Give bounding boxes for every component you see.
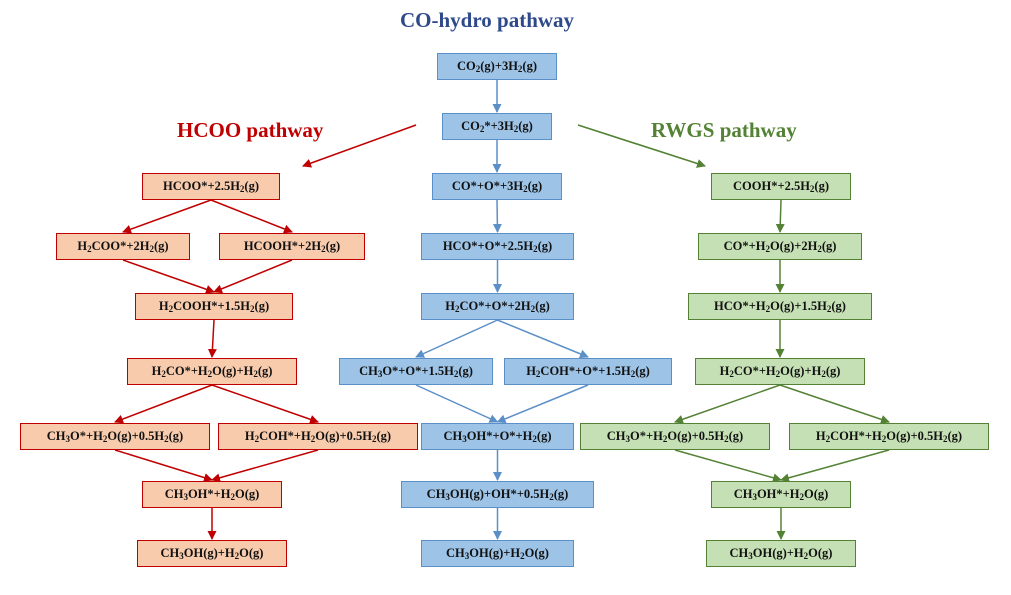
arrow-h1-to-h2 — [122, 199, 212, 234]
co-node-7: H2COH*+O*+1.5H2(g) — [504, 358, 672, 385]
hcoo-node-7: H2COH*+H2O(g)+0.5H2(g) — [218, 423, 418, 450]
co-node-3: CO*+O*+3H2(g) — [432, 173, 562, 200]
arrow-co5-to-co7 — [497, 319, 589, 359]
arrow-h3-to-h4 — [213, 259, 293, 294]
co-node-9: CH3OH(g)+OH*+0.5H2(g) — [401, 481, 594, 508]
co-node-6: CH3O*+O*+1.5H2(g) — [339, 358, 493, 385]
co-node-10: CH3OH(g)+H2O(g) — [421, 540, 574, 567]
rwgs-node-6: H2COH*+H2O(g)+0.5H2(g) — [789, 423, 989, 450]
rwgs-pathway-title: RWGS pathway — [651, 118, 797, 142]
co-hydro-pathway-title: CO-hydro pathway — [400, 8, 575, 32]
rwgs-node-2: CO*+H2O(g)+2H2(g) — [698, 233, 862, 260]
rwgs-node-3: HCO*+H2O(g)+1.5H2(g) — [688, 293, 872, 320]
arrow-h5-to-h7 — [211, 384, 319, 424]
co-node-2: CO2*+3H2(g) — [442, 113, 552, 140]
hcoo-node-8: CH3OH*+H2O(g) — [142, 481, 282, 508]
branch-arrow-hcoo — [302, 124, 417, 168]
arrow-co5-to-co6 — [415, 319, 498, 358]
hcoo-node-5: H2CO*+H2O(g)+H2(g) — [127, 358, 297, 385]
co-node-8: CH3OH*+O*+H2(g) — [421, 423, 574, 450]
arrow-h4-to-h5 — [207, 319, 217, 358]
hcoo-node-9: CH3OH(g)+H2O(g) — [137, 540, 287, 567]
arrow-h1-to-h3 — [210, 199, 293, 234]
hcoo-node-4: H2COOH*+1.5H2(g) — [135, 293, 293, 320]
arrow-h7-to-h8 — [211, 449, 319, 483]
rwgs-node-1: COOH*+2.5H2(g) — [711, 173, 851, 200]
arrow-r6-to-r7 — [780, 449, 890, 483]
hcoo-node-2: H2COO*+2H2(g) — [56, 233, 190, 260]
rwgs-node-8: CH3OH(g)+H2O(g) — [706, 540, 856, 567]
hcoo-pathway-title: HCOO pathway — [177, 118, 324, 142]
arrow-r1-to-r2 — [775, 199, 785, 233]
arrow-h2-to-h4 — [122, 259, 215, 294]
arrow-co6-to-co8 — [415, 384, 499, 423]
arrow-r4-to-r5 — [674, 384, 781, 424]
arrow-co7-to-co8 — [496, 384, 589, 424]
co-node-5: H2CO*+O*+2H2(g) — [421, 293, 574, 320]
arrow-r5-to-r7 — [674, 449, 782, 483]
arrow-h6-to-h8 — [114, 449, 213, 482]
rwgs-node-5: CH3O*+H2O(g)+0.5H2(g) — [580, 423, 770, 450]
arrow-r4-to-r6 — [779, 384, 890, 424]
hcoo-node-1: HCOO*+2.5H2(g) — [142, 173, 280, 200]
arrow-co3-to-co4 — [492, 199, 502, 233]
co-node-4: HCO*+O*+2.5H2(g) — [421, 233, 574, 260]
rwgs-node-4: H2CO*+H2O(g)+H2(g) — [695, 358, 865, 385]
branch-arrow-rwgs — [577, 124, 706, 168]
arrow-h5-to-h6 — [114, 384, 213, 424]
hcoo-node-6: CH3O*+H2O(g)+0.5H2(g) — [20, 423, 210, 450]
rwgs-node-7: CH3OH*+H2O(g) — [711, 481, 851, 508]
hcoo-node-3: HCOOH*+2H2(g) — [219, 233, 365, 260]
co-node-1: CO2(g)+3H2(g) — [437, 53, 557, 80]
